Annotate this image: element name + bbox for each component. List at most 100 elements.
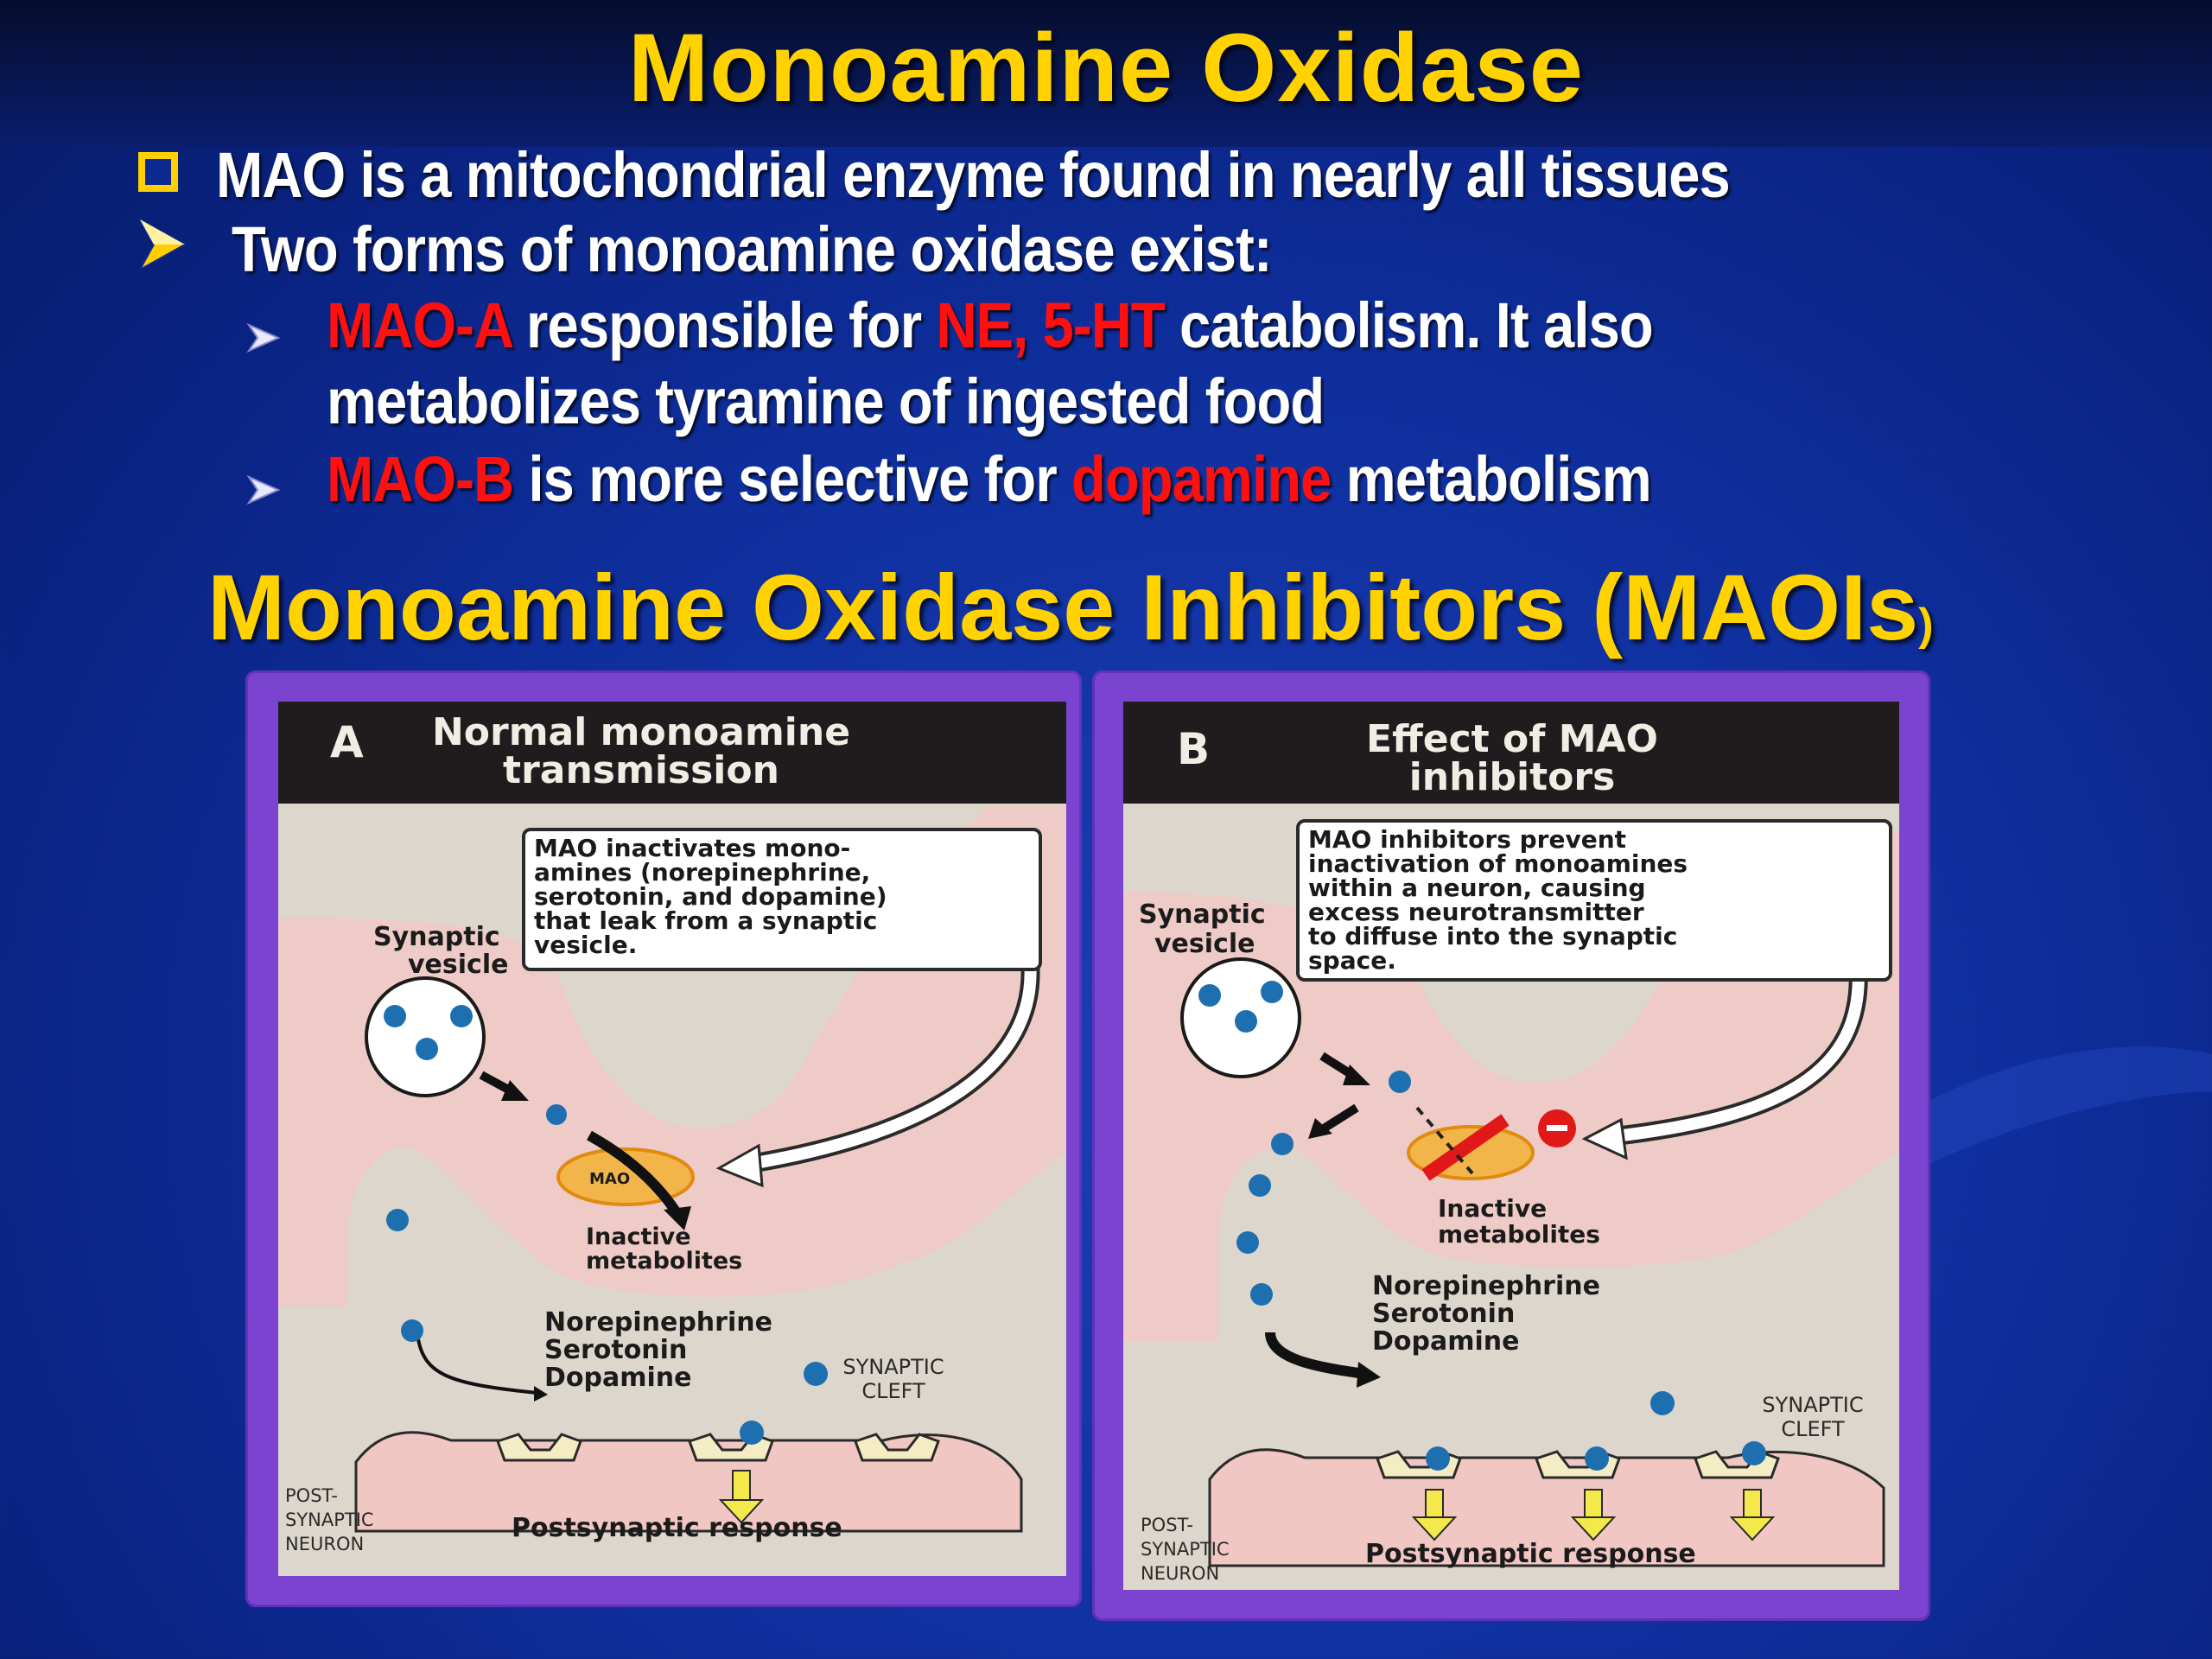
callout-pointer-head [715, 1143, 764, 1188]
post-label-3: NEURON [285, 1534, 364, 1554]
neurotransmitter-dot [1271, 1133, 1294, 1155]
callout-pointer-arrow [1606, 960, 1865, 1143]
post-label-2: SYNAPTIC [285, 1510, 374, 1530]
receptor-icon [854, 1433, 940, 1462]
callout-line: to diffuse into the synaptic [1308, 922, 1678, 950]
highlight-dopamine: dopamine [1071, 443, 1332, 515]
panel-a-diagram: A Normal monoamine transmission MAO [278, 702, 1066, 1576]
mao-b-text: is more selective for [513, 443, 1072, 515]
panel-b-title-line2: inhibitors [1408, 755, 1616, 799]
inactive-label: Inactive [1438, 1194, 1547, 1223]
panel-b-title-line1: Effect of MAO [1366, 717, 1658, 761]
mao-a-text: responsible for [511, 289, 937, 361]
inhibition-bar-icon [1421, 1114, 1510, 1181]
panel-a-title-line1: Normal monoamine [431, 710, 851, 754]
highlight-ne-5ht: NE, 5-HT [936, 289, 1165, 361]
callout-line: serotonin, and dopamine) [534, 882, 887, 911]
nt-label-serotonin: Serotonin [544, 1335, 687, 1365]
neurotransmitter-dot [1585, 1446, 1609, 1471]
cleft-label: SYNAPTIC [842, 1355, 944, 1379]
post-label-2: SYNAPTIC [1141, 1539, 1230, 1560]
cleft-label-2: CLEFT [1781, 1417, 1845, 1441]
panel-a-header: A Normal monoamine transmission [278, 702, 1066, 804]
mao-b-text-2: metabolism [1331, 443, 1652, 515]
bullet-mao-b: MAO-B is more selective for dopamine met… [327, 442, 1652, 516]
diffuse-arrowhead-icon [1308, 1118, 1332, 1139]
nt-label-dopamine: Dopamine [544, 1363, 691, 1393]
callout-pointer-head [1581, 1117, 1628, 1160]
inactive-label-2: metabolites [1438, 1220, 1600, 1249]
panel-b-neurotransmitters [1198, 981, 1766, 1471]
vesicle-label: Synaptic [1139, 899, 1266, 930]
post-label: POST- [285, 1485, 338, 1506]
neurotransmitter-dot [1249, 1174, 1271, 1197]
nt-arrowhead-icon [534, 1386, 548, 1402]
panel-b-header: B Effect of MAO inhibitors [1123, 702, 1899, 804]
panel-b-callout: MAO inhibitors prevent inactivation of m… [1296, 819, 1892, 982]
neurotransmitter-dot [416, 1038, 438, 1060]
neurotransmitter-dot [1250, 1283, 1273, 1306]
bullet-mao-a-line2: metabolizes tyramine of ingested food [327, 365, 1325, 437]
square-bullet-icon [138, 152, 178, 192]
release-arrowhead-icon [1357, 1362, 1381, 1388]
panel-a-title: Normal monoamine transmission [391, 714, 892, 790]
mao-label: MAO [589, 1170, 630, 1188]
section-subtitle: Monoamine Oxidase Inhibitors (MAOIs) [207, 553, 1934, 661]
callout-line: inactivation of monoamines [1308, 849, 1688, 878]
mao-a-text-2: catabolism. It also [1164, 289, 1654, 361]
neurotransmitter-dot [386, 1209, 409, 1231]
nt-label-norepinephrine: Norepinephrine [1372, 1271, 1600, 1301]
response-arrowhead-icon [1411, 1516, 1458, 1541]
response-arrowhead-icon [1570, 1516, 1617, 1541]
post-label: POST- [1141, 1515, 1193, 1535]
neurotransmitter-dot [1198, 984, 1221, 1007]
inactive-label: Inactive [586, 1224, 691, 1250]
diffuse-arrow-icon [1321, 1103, 1359, 1133]
response-arrowhead-icon [1729, 1516, 1776, 1541]
metabolism-arrow-icon [587, 1130, 680, 1215]
callout-line: within a neuron, causing [1308, 874, 1646, 902]
metabolism-arrowhead-icon [664, 1206, 691, 1230]
vesicle-label-2: vesicle [408, 950, 508, 980]
bullet-mao-definition: MAO is a mitochondrial enzyme found in n… [216, 139, 1731, 211]
leak-arrowhead-icon [501, 1080, 529, 1101]
arrow-bullet-icon [137, 217, 188, 272]
nt-label-norepinephrine: Norepinephrine [544, 1307, 772, 1338]
small-arrow-bullet-icon [246, 474, 281, 505]
panel-b-title: Effect of MAO inhibitors [1279, 721, 1745, 797]
neurotransmitter-dot [1261, 981, 1283, 1003]
neurotransmitter-dot [1235, 1010, 1257, 1033]
response-arrow-icon [718, 1470, 765, 1524]
nt-label-serotonin: Serotonin [1372, 1299, 1515, 1329]
callout-line: vesicle. [534, 931, 638, 959]
response-label: Postsynaptic response [1365, 1539, 1696, 1569]
callout-pointer-arrow [743, 960, 1037, 1171]
leak-arrowhead-icon [1343, 1065, 1370, 1085]
panel-a-callout: MAO inactivates mono- amines (norepineph… [522, 828, 1042, 971]
presynaptic-neuron-shape [278, 805, 1066, 1306]
neurotransmitter-dot [450, 1005, 473, 1027]
term-mao-a: MAO-A [327, 289, 512, 361]
panel-a-neurotransmitters [384, 1005, 828, 1445]
post-label-3: NEURON [1141, 1563, 1219, 1584]
vesicle-label-2: vesicle [1154, 929, 1255, 959]
neurotransmitter-dot [1742, 1441, 1766, 1465]
header-band [0, 0, 2212, 147]
minus-sign [1547, 1125, 1567, 1131]
receptor-icon [496, 1433, 582, 1462]
callout-line: MAO inactivates mono- [534, 834, 851, 862]
panel-a-letter: A [330, 717, 364, 767]
subtitle-paren: ) [1918, 600, 1934, 650]
neurotransmitter-dot [1426, 1446, 1450, 1471]
cleft-label-2: CLEFT [861, 1379, 925, 1403]
cleft-label: SYNAPTIC [1762, 1393, 1863, 1417]
neurotransmitter-dot [546, 1104, 567, 1125]
neurotransmitter-dot [1236, 1231, 1259, 1254]
neurotransmitter-dot [740, 1421, 764, 1445]
release-arrow-icon [1265, 1332, 1366, 1379]
nt-label-dopamine: Dopamine [1372, 1326, 1519, 1357]
inactive-label-2: metabolites [586, 1248, 742, 1274]
neurotransmitter-dot [804, 1362, 828, 1386]
callout-line: amines (norepinephrine, [534, 858, 871, 887]
small-arrow-bullet-icon [246, 322, 281, 353]
